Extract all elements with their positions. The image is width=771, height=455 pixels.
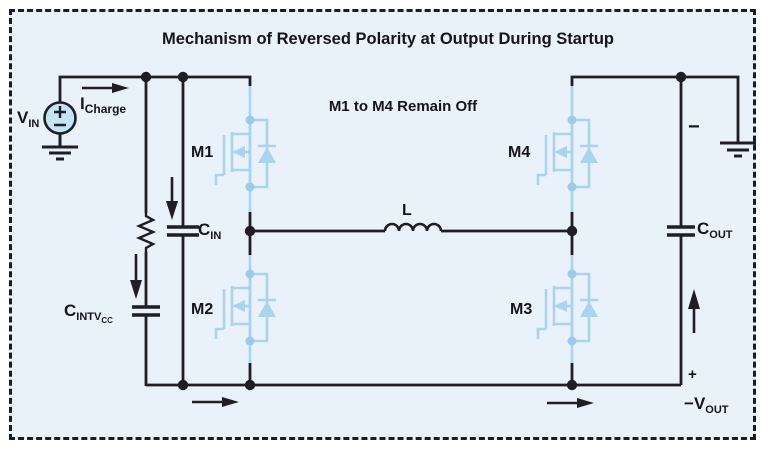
cin-label: CIN (198, 220, 222, 242)
cout-label: COUT (697, 219, 733, 241)
inductor-icon (383, 222, 443, 232)
m4-label: M4 (508, 144, 531, 161)
ground-icon-left (42, 133, 78, 161)
resistor-icon (135, 213, 157, 252)
mosfet-m3-icon (536, 268, 600, 347)
dashed-border-frame (9, 9, 756, 440)
cin-current-arrow-icon (166, 177, 178, 220)
output-minus-label: − (688, 116, 700, 138)
top-right-rail (570, 75, 740, 142)
icharge-arrow-icon (82, 83, 129, 93)
bottom-right-current-arrow-icon (547, 398, 594, 408)
output-plus-label: + (688, 366, 697, 383)
mosfet-m2-icon (214, 268, 278, 347)
top-left-rail (58, 75, 252, 103)
inductor-label: L (402, 202, 412, 219)
cout-current-arrow-icon (688, 289, 700, 333)
cintvcc-label: CINTVCC (64, 301, 113, 325)
diagram-title: Mechanism of Reversed Polarity at Output… (162, 30, 614, 48)
mosfet-m1-icon (214, 114, 278, 193)
m2-label: M2 (191, 301, 214, 318)
voltage-source-icon (43, 101, 77, 135)
mosfet-m4-icon (536, 114, 600, 193)
cin-capacitor-icon (167, 225, 199, 237)
cintvcc-capacitor-icon (132, 305, 160, 317)
junction-dots (140, 71, 687, 391)
vout-label: −VOUT (684, 394, 729, 416)
cintvcc-current-arrow-icon (130, 254, 142, 299)
bottom-left-current-arrow-icon (192, 397, 239, 407)
cout-capacitor-icon (667, 225, 695, 237)
m3-label: M3 (510, 301, 533, 318)
icharge-label: ICharge (80, 94, 127, 116)
m1-label: M1 (191, 144, 214, 161)
wires (58, 75, 740, 387)
vin-label: VIN (17, 108, 40, 130)
ground-icon-right (720, 141, 756, 158)
note-mosfets-off: M1 to M4 Remain Off (328, 98, 478, 115)
